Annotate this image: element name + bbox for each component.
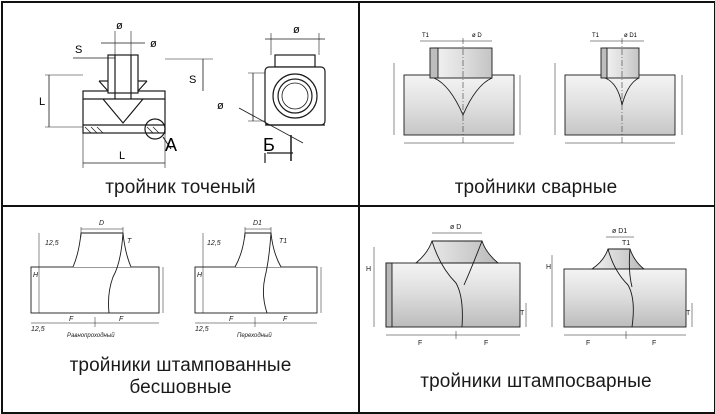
label-r-3: 12,5 (207, 240, 221, 247)
caption-stamp-welded: тройники штампосварные (360, 371, 712, 393)
label-t-2: T1 (279, 238, 287, 245)
label-t-a: T (520, 310, 525, 317)
label-f-b2: F (652, 340, 656, 347)
label-s-side: S (189, 74, 196, 86)
label-section-b: Б (263, 135, 275, 155)
label-f-a2: F (484, 340, 488, 347)
horizontal-divider (1, 205, 714, 207)
label-h-2: H (197, 272, 203, 279)
label-r-4: 12,5 (195, 326, 209, 333)
stamp-welded-drawing: ø D H F F T ø D1 T1 H F F T (366, 224, 693, 347)
caption-welded-tees: тройники сварные (360, 177, 712, 199)
panel-welded-tees: T1 ø D T1 ø D1 тройники сварные (360, 3, 712, 205)
caption-line: тройники штампованные (69, 355, 292, 376)
label-d1-right: ø D1 (624, 33, 638, 39)
label-d-1: D (99, 220, 104, 227)
label-subtitle-2: Переходный (237, 332, 272, 339)
label-r-2: 12,5 (31, 326, 45, 333)
stamped-seamless-drawing: 12,5 D T H 12,5 F F Равнопроходный 12,5 … (30, 220, 322, 339)
panel-stamped-seamless: 12,5 D T H 12,5 F F Равнопроходный 12,5 … (3, 207, 358, 411)
label-s-top: S (75, 44, 82, 56)
label-t-b: T (686, 310, 691, 317)
label-d-2: D1 (253, 220, 262, 227)
label-f-b1: F (586, 340, 590, 347)
label-f-1: F (69, 316, 74, 323)
label-d-a: ø D (450, 224, 461, 231)
turned-tee-drawing: S ø ø S L L ø А Б ø (39, 20, 326, 168)
label-f-4: F (283, 316, 288, 323)
label-h-1: H (33, 272, 39, 279)
label-d-right: ø (217, 100, 224, 112)
label-diam-2: ø (150, 38, 157, 50)
label-h-a: H (366, 266, 371, 273)
welded-tees-drawing: T1 ø D T1 ø D1 (393, 33, 683, 144)
label-f-2: F (119, 316, 124, 323)
panel-stamp-welded: ø D H F F T ø D1 T1 H F F T тройники шта… (360, 207, 712, 411)
label-section-a: А (165, 135, 177, 155)
label-t1-right: T1 (592, 33, 600, 39)
label-l-bottom: L (119, 150, 125, 162)
panel-turned-tee: S ø ø S L L ø А Б ø тройник точеный (3, 3, 358, 205)
caption-stamped-seamless: тройники штампованные бесшовные (3, 355, 358, 399)
label-r-1: 12,5 (45, 240, 59, 247)
label-t1-left: T1 (422, 33, 430, 39)
caption-turned-tee: тройник точеный (3, 177, 358, 199)
label-diam-1: ø (116, 20, 123, 32)
caption-line: тройники штампосварные (420, 371, 652, 392)
caption-line: тройник точеный (105, 177, 256, 198)
label-h-b: H (546, 264, 551, 271)
label-subtitle-1: Равнопроходный (67, 332, 115, 339)
caption-line: тройники сварные (454, 177, 618, 198)
label-d-left: ø D (472, 33, 482, 39)
label-f-a1: F (418, 340, 422, 347)
label-d1-b: ø D1 (612, 228, 627, 235)
label-f-3: F (229, 316, 234, 323)
label-t-1: T (127, 238, 132, 245)
caption-line: бесшовные (129, 377, 232, 398)
label-l-left: L (39, 96, 45, 108)
label-d-small: ø (293, 24, 300, 36)
label-t1-b: T1 (622, 240, 630, 247)
